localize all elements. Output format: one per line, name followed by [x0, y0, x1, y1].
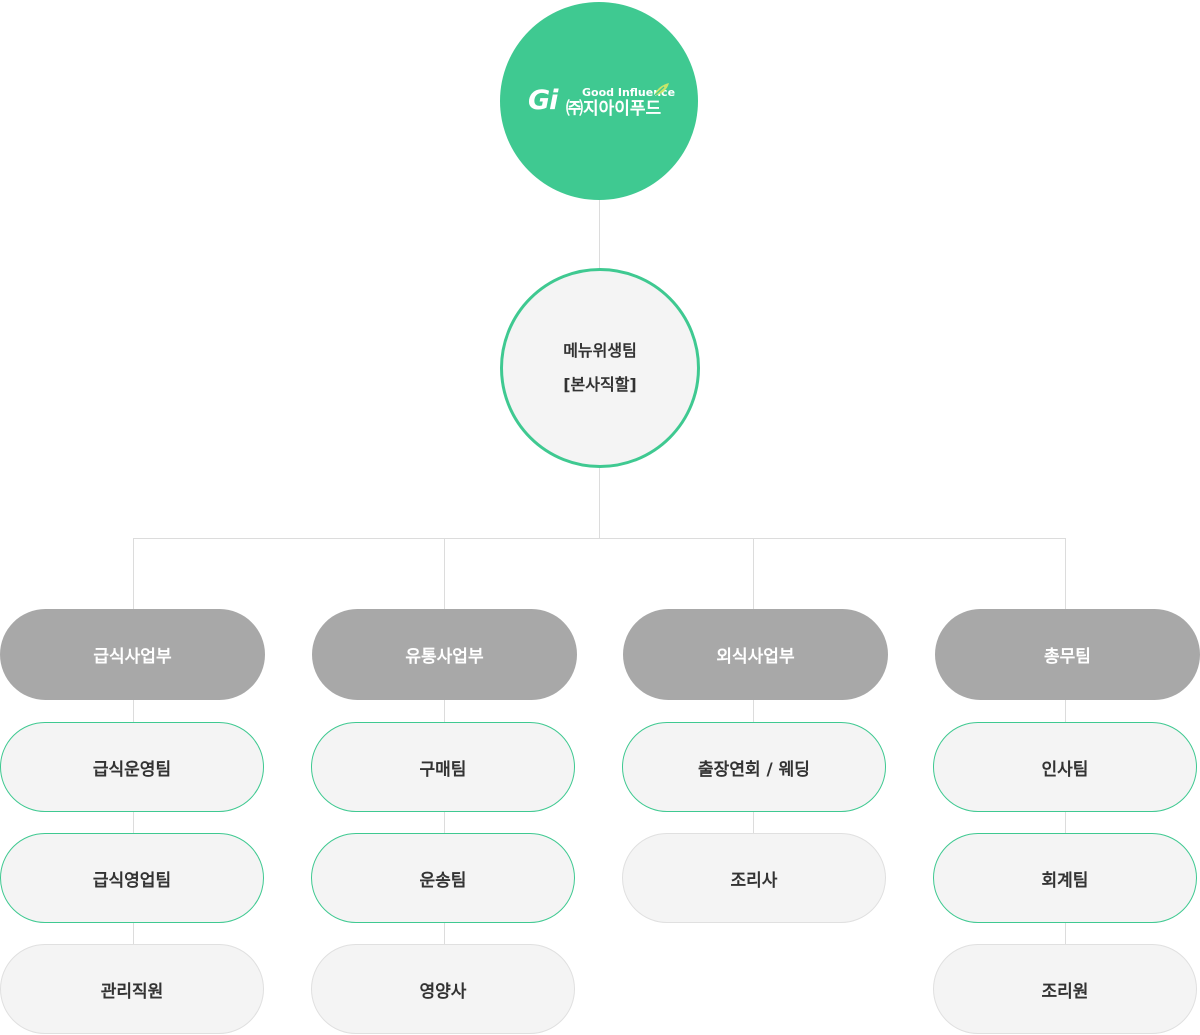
team-node: 운송팀 [311, 833, 575, 923]
dept-node: 급식사업부 [0, 609, 265, 700]
connector-dept-2 [444, 538, 445, 609]
connector-hq-down [599, 465, 600, 538]
team-node: 인사팀 [933, 722, 1197, 812]
connector-col-4 [1065, 700, 1066, 945]
connector-col-2 [444, 700, 445, 945]
connector-dept-3 [753, 538, 754, 609]
team-node: 영양사 [311, 944, 575, 1034]
dept-node: 외식사업부 [623, 609, 888, 700]
company-tagline: Good Influence [582, 86, 676, 99]
team-node: 조리원 [933, 944, 1197, 1034]
company-node: Gi Good Influence ㈜지아이푸드 [500, 2, 698, 200]
team-node: 급식운영팀 [0, 722, 264, 812]
connector-horizontal [133, 538, 1066, 539]
team-node: 구매팀 [311, 722, 575, 812]
dept-node: 유통사업부 [312, 609, 577, 700]
connector-dept-4 [1065, 538, 1066, 609]
team-node: 급식영업팀 [0, 833, 264, 923]
company-logo-mark: Gi [528, 85, 558, 116]
team-node: 관리직원 [0, 944, 264, 1034]
hq-subtitle: [본사직할] [563, 375, 637, 394]
company-name: ㈜지아이푸드 [566, 99, 662, 119]
leaf-icon [653, 83, 669, 97]
hq-title: 메뉴위생팀 [563, 341, 637, 360]
connector-dept-1 [133, 538, 134, 609]
team-node: 회계팀 [933, 833, 1197, 923]
team-node: 조리사 [622, 833, 886, 923]
connector-col-1 [133, 700, 134, 945]
connector-root-to-hq [599, 200, 600, 268]
dept-node: 총무팀 [935, 609, 1200, 700]
hq-node: 메뉴위생팀 [본사직할] [500, 268, 700, 468]
team-node: 출장연회 / 웨딩 [622, 722, 886, 812]
